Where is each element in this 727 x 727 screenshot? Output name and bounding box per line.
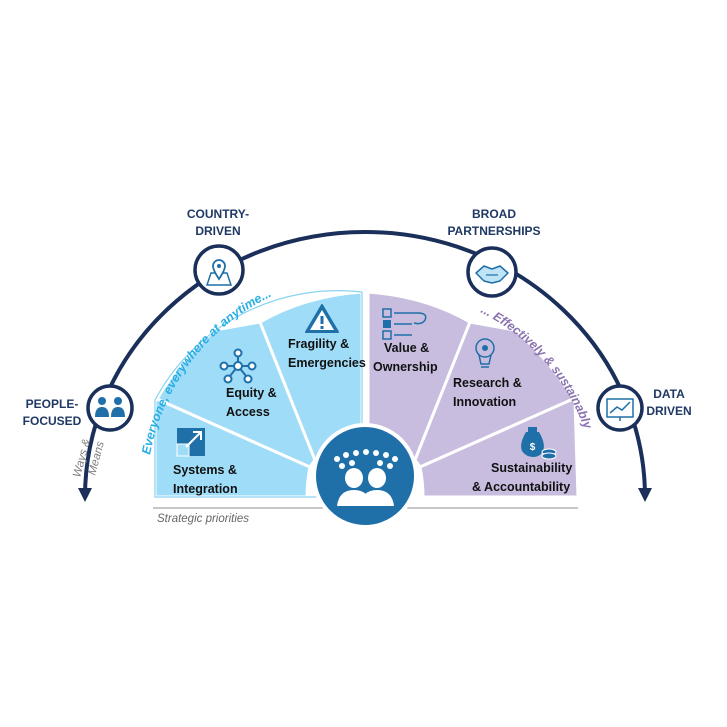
data-driven-label-2: DRIVEN xyxy=(646,404,691,418)
center-circle xyxy=(312,423,418,529)
crowd-icon xyxy=(334,449,398,506)
money-bag-icon: $ xyxy=(521,427,557,460)
equity-access-label-1: Equity & xyxy=(226,386,277,400)
research-innovation-label-2: Innovation xyxy=(453,395,516,409)
fragility-emergencies-label-1: Fragility & xyxy=(288,337,349,351)
broad-partnerships-label-1: BROAD xyxy=(472,207,516,221)
research-innovation-label-1: Research & xyxy=(453,376,522,390)
chart-icon xyxy=(606,398,634,421)
strategic-priorities-label: Strategic priorities xyxy=(157,513,249,525)
systems-integration-label-1: Systems & xyxy=(173,463,237,477)
fragility-emergencies-label-2: Emergencies xyxy=(288,356,366,370)
value-ownership-label-1: Value & xyxy=(384,341,429,355)
bulb-icon xyxy=(475,338,495,368)
data-driven-node xyxy=(596,384,644,432)
country-driven-label-2: DRIVEN xyxy=(195,224,240,238)
left-segments xyxy=(153,290,364,499)
sustainability-accountability-label-2: & Accountability xyxy=(472,480,570,494)
data-driven-label-1: DATA xyxy=(653,387,685,401)
people-focused-node xyxy=(86,384,134,432)
pillar-labels: COUNTRY- DRIVEN BROAD PARTNERSHIPS PEOPL… xyxy=(23,207,692,428)
systems-integration-label-2: Integration xyxy=(173,482,238,496)
sustainability-accountability-label-1: Sustainability xyxy=(491,461,572,475)
segment-labels: Systems & Integration Equity & Access Fr… xyxy=(173,337,572,496)
warning-icon xyxy=(305,304,339,333)
value-ownership-label-2: Ownership xyxy=(373,360,438,374)
country-driven-node xyxy=(193,244,245,296)
equity-access-label-2: Access xyxy=(226,405,270,419)
map-pin-icon xyxy=(205,259,233,286)
segment-sustainability-accountability xyxy=(418,397,580,499)
outer-arc xyxy=(83,230,647,498)
svg-text:$: $ xyxy=(530,442,536,453)
country-driven-label-1: COUNTRY- xyxy=(187,207,249,221)
people-focused-label-2: FOCUSED xyxy=(23,414,82,428)
people-icon xyxy=(95,397,125,417)
left-arrowhead xyxy=(78,488,92,502)
expand-icon xyxy=(176,428,205,457)
right-arrowhead xyxy=(638,488,652,502)
network-icon xyxy=(219,348,257,384)
people-focused-label-1: PEOPLE- xyxy=(26,397,79,411)
broad-partnerships-node xyxy=(466,246,518,298)
right-segments xyxy=(366,290,580,499)
broad-partnerships-label-2: PARTNERSHIPS xyxy=(447,224,540,238)
checklist-icon xyxy=(382,308,427,340)
handshake-icon xyxy=(475,265,509,284)
